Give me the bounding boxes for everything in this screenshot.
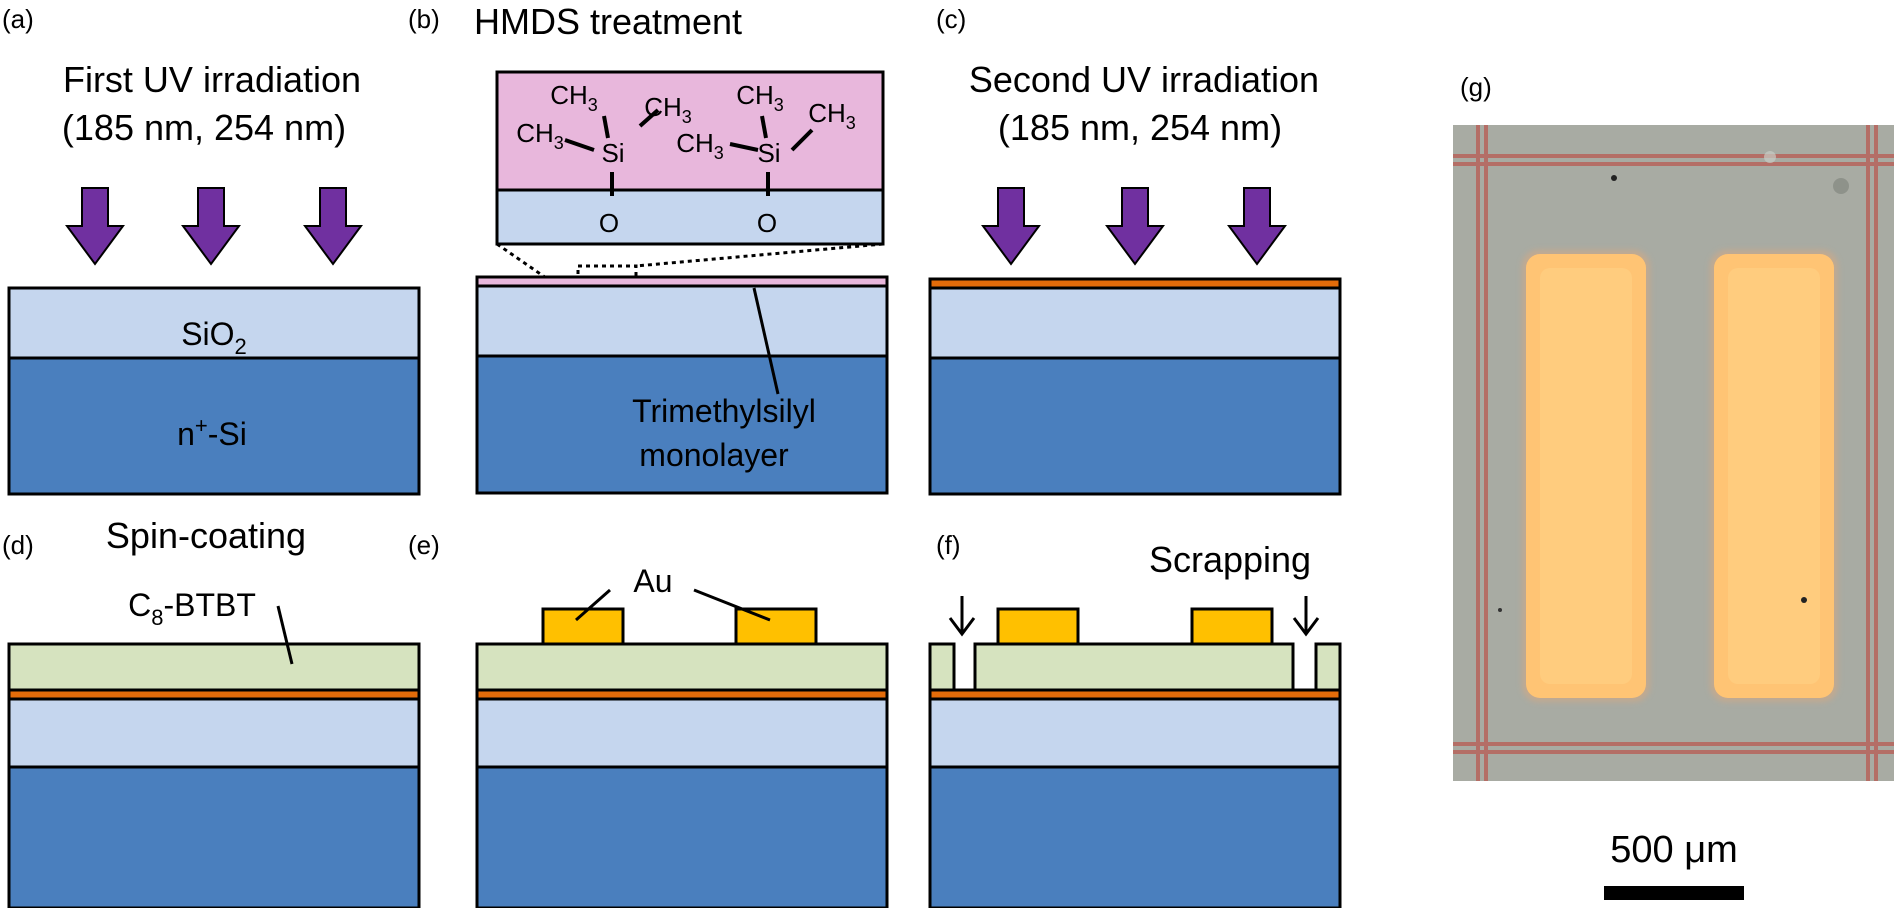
silicon-layer xyxy=(7,356,421,496)
monolayer-callout-line2: monolayer xyxy=(639,437,789,473)
chemical-bonds xyxy=(564,108,814,196)
sio2-layer xyxy=(7,697,421,769)
silicon-layer xyxy=(475,765,889,908)
c8-btbt-remnant xyxy=(928,642,956,692)
panel-d: (d) Spin-coating C8-BTBT xyxy=(2,515,421,908)
scale-bar-label: 500 μm xyxy=(1610,829,1738,871)
silicon-layer xyxy=(928,765,1342,908)
uv-arrow-icon xyxy=(1227,187,1287,266)
sio2-layer xyxy=(928,697,1342,769)
c8-btbt-film xyxy=(7,642,421,692)
callout-line xyxy=(752,287,780,395)
callout-line xyxy=(693,588,771,622)
silicon-layer xyxy=(7,765,421,908)
ch3-label: CH3 xyxy=(736,80,784,115)
o-atom-label: O xyxy=(757,208,777,238)
uv-arrow-icon xyxy=(65,187,125,266)
panel-c-title-line1: Second UV irradiation xyxy=(969,59,1319,100)
panel-b: (b) HMDS treatment CH3 CH3 CH3 CH3 CH3 C… xyxy=(408,1,889,495)
panel-d-label: (d) xyxy=(2,530,34,560)
panel-f-title: Scrapping xyxy=(1149,539,1311,580)
panel-c: (c) Second UV irradiation (185 nm, 254 n… xyxy=(928,4,1342,496)
si-atom-label: Si xyxy=(601,138,624,168)
si-atom-label: Si xyxy=(757,138,780,168)
panel-d-title: Spin-coating xyxy=(106,515,306,556)
ch3-label: CH3 xyxy=(808,98,856,133)
panel-c-title-line2: (185 nm, 254 nm) xyxy=(998,107,1282,148)
panel-f: (f) Scrapping xyxy=(928,530,1342,908)
monolayer-callout-line1: Trimethylsilyl xyxy=(632,393,816,429)
silicon-layer xyxy=(928,356,1342,496)
uv-arrow-icon xyxy=(181,187,241,266)
panel-a-label: (a) xyxy=(2,4,34,34)
scrape-arrow-icon xyxy=(1292,596,1320,637)
callout-line xyxy=(575,588,611,622)
c8-btbt-label: C8-BTBT xyxy=(128,587,256,630)
sio2-layer xyxy=(475,697,889,769)
c8-btbt-film xyxy=(475,642,889,692)
silicon-layer xyxy=(475,354,889,495)
panel-c-label: (c) xyxy=(936,4,966,34)
au-label: Au xyxy=(633,563,672,599)
c8-btbt-remnant xyxy=(1314,642,1342,692)
panel-b-title: HMDS treatment xyxy=(474,1,742,42)
callout-line xyxy=(276,605,294,665)
hmds-inset-substrate xyxy=(495,188,885,246)
sio2-layer xyxy=(475,284,889,358)
sio2-label: SiO2 xyxy=(181,316,247,359)
panel-e-label: (e) xyxy=(408,530,440,560)
n-si-label: n+-Si xyxy=(177,413,247,452)
scrape-arrow-icon xyxy=(948,596,976,637)
panel-a-title-line1: First UV irradiation xyxy=(63,59,361,100)
panel-e: (e) Au xyxy=(408,530,889,908)
ch3-label: CH3 xyxy=(516,118,564,153)
scale-bar xyxy=(1604,886,1744,900)
uv-arrow-icon xyxy=(981,187,1041,266)
optical-micrograph xyxy=(1453,125,1894,781)
gold-electrode xyxy=(996,607,1080,646)
ch3-label: CH3 xyxy=(676,128,724,163)
panel-a-title-line2: (185 nm, 254 nm) xyxy=(62,107,346,148)
gold-electrode xyxy=(734,607,818,646)
hmds-molecule: CH3 CH3 CH3 CH3 CH3 CH3 Si Si O O xyxy=(516,80,856,238)
sio2-layer xyxy=(7,286,421,360)
c8-btbt-film xyxy=(973,642,1295,692)
panel-b-label: (b) xyxy=(408,4,440,34)
gold-electrode xyxy=(1190,607,1274,646)
ch3-label: CH3 xyxy=(550,80,598,115)
panel-g: (g) xyxy=(1453,72,1894,900)
uv-arrow-icon xyxy=(1105,187,1165,266)
panel-f-label: (f) xyxy=(936,530,961,560)
panel-a: (a) First UV irradiation (185 nm, 254 nm… xyxy=(2,4,421,496)
sio2-layer xyxy=(928,286,1342,360)
o-atom-label: O xyxy=(599,208,619,238)
panel-g-label: (g) xyxy=(1460,72,1492,102)
uv-arrow-icon xyxy=(303,187,363,266)
